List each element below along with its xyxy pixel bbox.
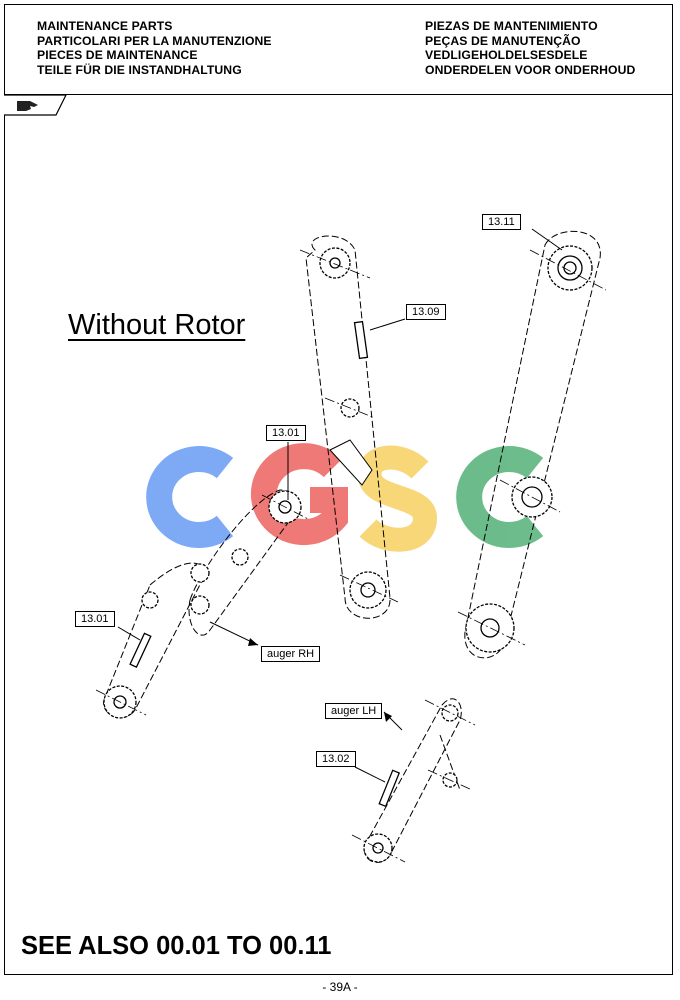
see-also-note: SEE ALSO 00.01 TO 00.11 (21, 932, 332, 960)
header-right-line: VEDLIGEHOLDELSESDELE (425, 48, 588, 63)
callout-13-11: 13.11 (482, 214, 521, 230)
sprocket (190, 563, 210, 583)
page-frame (4, 4, 673, 975)
watermark-letter-s (357, 445, 438, 552)
watermark-letter-c (146, 446, 234, 548)
page-number: - 39A - (322, 980, 358, 994)
header-divider (4, 94, 673, 95)
watermark-logo (146, 443, 544, 552)
callout-13-02: 13.02 (316, 751, 356, 767)
callout-13-01: 13.01 (75, 611, 115, 627)
callout-auger-rh: auger RH (261, 646, 321, 662)
without-rotor-note: Without Rotor (68, 309, 246, 341)
callout-13-01: 13.01 (266, 425, 306, 441)
sprocket (441, 704, 459, 722)
header-right-line: ONDERDELEN VOOR ONDERHOUD (425, 62, 636, 77)
watermark-letter-c (456, 446, 544, 548)
callout-auger-lh: auger LH (325, 703, 383, 719)
right-chain-loop (464, 230, 601, 659)
callout-13-09: 13.09 (406, 304, 446, 320)
header-left-line: PARTICOLARI PER LA MANUTENZIONE (37, 33, 272, 48)
watermark-letter-g (250, 443, 348, 546)
header-left: MAINTENANCE PARTS PARTICOLARI PER LA MAN… (37, 19, 272, 77)
header-left-line: PIECES DE MAINTENANCE (37, 48, 198, 63)
upper-chain-loop (305, 235, 391, 619)
chain-link-13-02 (378, 769, 401, 808)
header-right: PIEZAS DE MANTENIMIENTO PEÇAS DE MANUTEN… (425, 19, 635, 77)
header-right-line: PEÇAS DE MANUTENÇÃO (425, 33, 581, 48)
hand-pointer-icon (17, 101, 38, 111)
chain-link-13-01 (129, 632, 152, 668)
header-left-line: MAINTENANCE PARTS (37, 19, 173, 33)
sprocket (231, 548, 249, 566)
tensioner-arm (329, 439, 373, 486)
chain-link-13-09 (353, 320, 369, 360)
sprocket (141, 591, 159, 609)
header-left-line: TEILE FÜR DIE INSTANDHALTUNG (37, 62, 242, 77)
sprocket (190, 595, 210, 615)
section-tab (4, 95, 67, 116)
header-right-line: PIEZAS DE MANTENIMIENTO (425, 19, 598, 33)
